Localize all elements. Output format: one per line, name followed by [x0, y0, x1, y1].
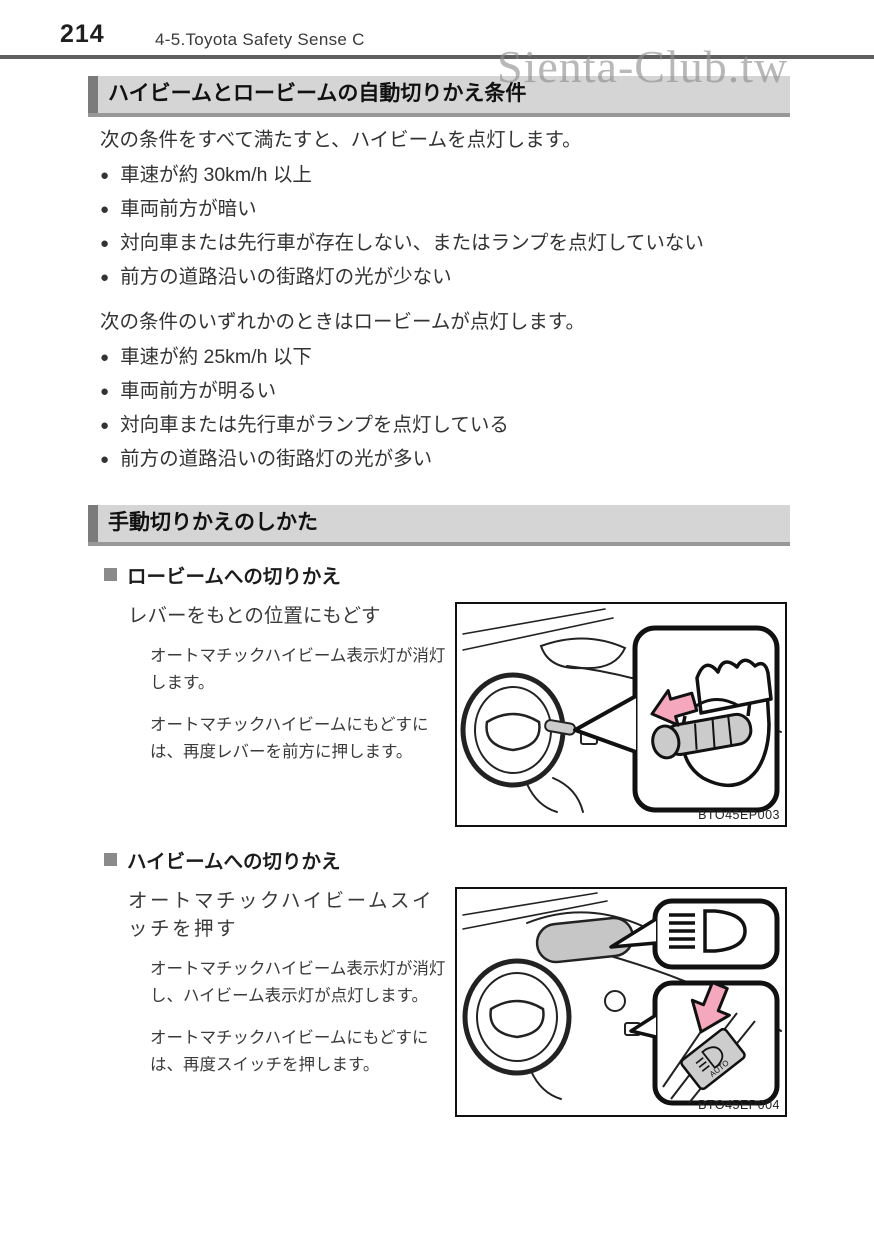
section-header-auto-conditions: ハイビームとロービームの自動切りかえ条件: [88, 76, 790, 113]
low-beam-conditions-list: ● 車速が約 25km/h 以下 ● 車両前方が明るい ● 対向車または先行車が…: [100, 341, 790, 477]
notes: オートマチックハイビーム表示灯が消灯します。オートマチックハイビームにもどすには…: [128, 643, 455, 766]
lever-in-hand: [651, 712, 753, 760]
section-header-manual-switching: 手動切りかえのしかた: [88, 505, 790, 542]
bullet-icon: ●: [100, 383, 110, 400]
bullet-icon: ●: [100, 201, 110, 218]
list-item: ● 対向車または先行車が存在しない、またはランプを点灯していない: [100, 227, 790, 261]
press-arrow-icon: [690, 980, 731, 1034]
list-item: ● 前方の道路沿いの街路灯の光が多い: [100, 443, 790, 477]
subsection-title-text: ハイビームへの切りかえ: [127, 851, 341, 873]
lever-callout: [573, 625, 780, 813]
subsection-title-high-beam: ハイビームへの切りかえ: [104, 845, 790, 874]
subsection-title-low-beam: ロービームへの切りかえ: [104, 560, 790, 589]
pull-arrow-icon: [650, 689, 699, 727]
subsection-high-beam: ハイビームへの切りかえ オートマチックハイビームスイッチを押す オートマチックハ…: [88, 845, 790, 1117]
condition-text: 車速が約 30km/h 以上: [120, 164, 312, 186]
bullet-icon: ●: [100, 167, 110, 184]
condition-text: 対向車または先行車がランプを点灯している: [120, 414, 509, 436]
figure-switch-illustration: AUTO BTO45EP004: [455, 887, 787, 1117]
figure-lever-illustration: BTO45EP003: [455, 602, 787, 827]
figure-code: BTO45EP003: [698, 808, 780, 822]
figure-code: BTO45EP004: [698, 1098, 780, 1112]
step-instruction: オートマチックハイビームスイッチを押す: [128, 890, 435, 940]
condition-text: 対向車または先行車が存在しない、またはランプを点灯していない: [120, 232, 704, 254]
steering-wheel: [462, 958, 572, 1076]
breadcrumb: 4-5.Toyota Safety Sense C: [155, 30, 365, 49]
note-text: オートマチックハイビーム表示灯が消灯します。: [150, 647, 446, 692]
bullet-icon: ●: [100, 417, 110, 434]
bullet-icon: ●: [100, 235, 110, 252]
auto-high-beam-switch: AUTO: [680, 1027, 746, 1091]
note-text: オートマチックハイビーム表示灯が消灯し、ハイビーム表示灯が点灯します。: [150, 960, 446, 1005]
high-beam-conditions-list: ● 車速が約 30km/h 以上 ● 車両前方が暗い ● 対向車または先行車が存…: [100, 159, 790, 295]
bullet-icon: ●: [100, 269, 110, 286]
square-bullet-icon: [104, 853, 117, 866]
turn-signal-lever-stub: [544, 719, 577, 736]
switch-illustration-svg: AUTO: [462, 892, 782, 1106]
step-instruction: レバーをもとの位置にもどす: [128, 605, 381, 627]
square-bullet-icon: [104, 568, 117, 581]
condition-text: 前方の道路沿いの街路灯の光が多い: [120, 448, 433, 470]
note-text: オートマチックハイビームにもどすには、再度スイッチを押します。: [150, 1029, 429, 1074]
intro-high-beam: 次の条件をすべて満たすと、ハイビームを点灯します。: [100, 129, 582, 151]
lever-illustration-svg: [460, 608, 782, 813]
list-item: ● 車速が約 30km/h 以上: [100, 159, 790, 193]
page-number: 214: [60, 20, 105, 48]
list-item: ● 車両前方が明るい: [100, 375, 790, 409]
notes: オートマチックハイビーム表示灯が消灯し、ハイビーム表示灯が点灯します。オートマチ…: [128, 956, 455, 1079]
list-item: ● 対向車または先行車がランプを点灯している: [100, 409, 790, 443]
list-item: ● 車速が約 25km/h 以下: [100, 341, 790, 375]
note-text: オートマチックハイビームにもどすには、再度レバーを前方に押します。: [150, 716, 429, 761]
condition-text: 車両前方が暗い: [120, 198, 257, 220]
bullet-icon: ●: [100, 451, 110, 468]
condition-text: 車速が約 25km/h 以下: [120, 346, 312, 368]
high-beam-symbol-icon: [669, 909, 747, 953]
intro-low-beam: 次の条件のいずれかのときはロービームが点灯します。: [100, 311, 585, 333]
watermark: Sienta-Club.tw: [497, 41, 789, 92]
list-item: ● 前方の道路沿いの街路灯の光が少ない: [100, 261, 790, 295]
page-content: ハイビームとロービームの自動切りかえ条件 次の条件をすべて満たすと、ハイビームを…: [88, 76, 790, 1117]
indicator-callout: [609, 898, 780, 970]
header-rule: [0, 55, 874, 59]
subsection-low-beam: ロービームへの切りかえ レバーをもとの位置にもどす オートマチックハイビーム表示…: [88, 560, 790, 827]
condition-text: 前方の道路沿いの街路灯の光が少ない: [120, 266, 452, 288]
bullet-icon: ●: [100, 349, 110, 366]
auto-switch-callout: AUTO: [629, 980, 780, 1106]
condition-text: 車両前方が明るい: [120, 380, 277, 402]
list-item: ● 車両前方が暗い: [100, 193, 790, 227]
instrument-cluster: [539, 637, 627, 670]
subsection-title-text: ロービームへの切りかえ: [127, 566, 341, 588]
